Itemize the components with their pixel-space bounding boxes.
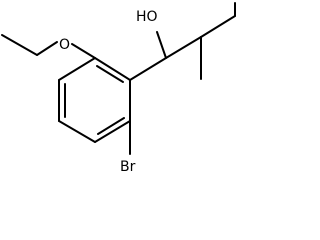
ring-bond (58, 120, 96, 143)
ring-bond (94, 57, 131, 81)
atom-label-group: HO O Br (59, 9, 158, 175)
hydroxyl-bond (156, 31, 167, 59)
ring-bond (58, 57, 96, 81)
ring-double-bond (97, 117, 125, 135)
side-chain-bond (165, 36, 202, 59)
ethyl-bond (200, 15, 236, 38)
side-chain-bond (129, 57, 167, 81)
ring-bond (94, 120, 131, 143)
ring-double-bond (96, 65, 124, 83)
ethyl-bond (1, 34, 38, 56)
ether-oxygen-label: O (59, 37, 70, 53)
hydroxyl-label: HO (136, 9, 158, 25)
ether-bond (71, 43, 96, 59)
bromine-label: Br (120, 159, 136, 175)
ether-bond (36, 41, 58, 56)
bond-group (1, 2, 236, 155)
molecule-structure: HO O Br (1, 2, 236, 175)
